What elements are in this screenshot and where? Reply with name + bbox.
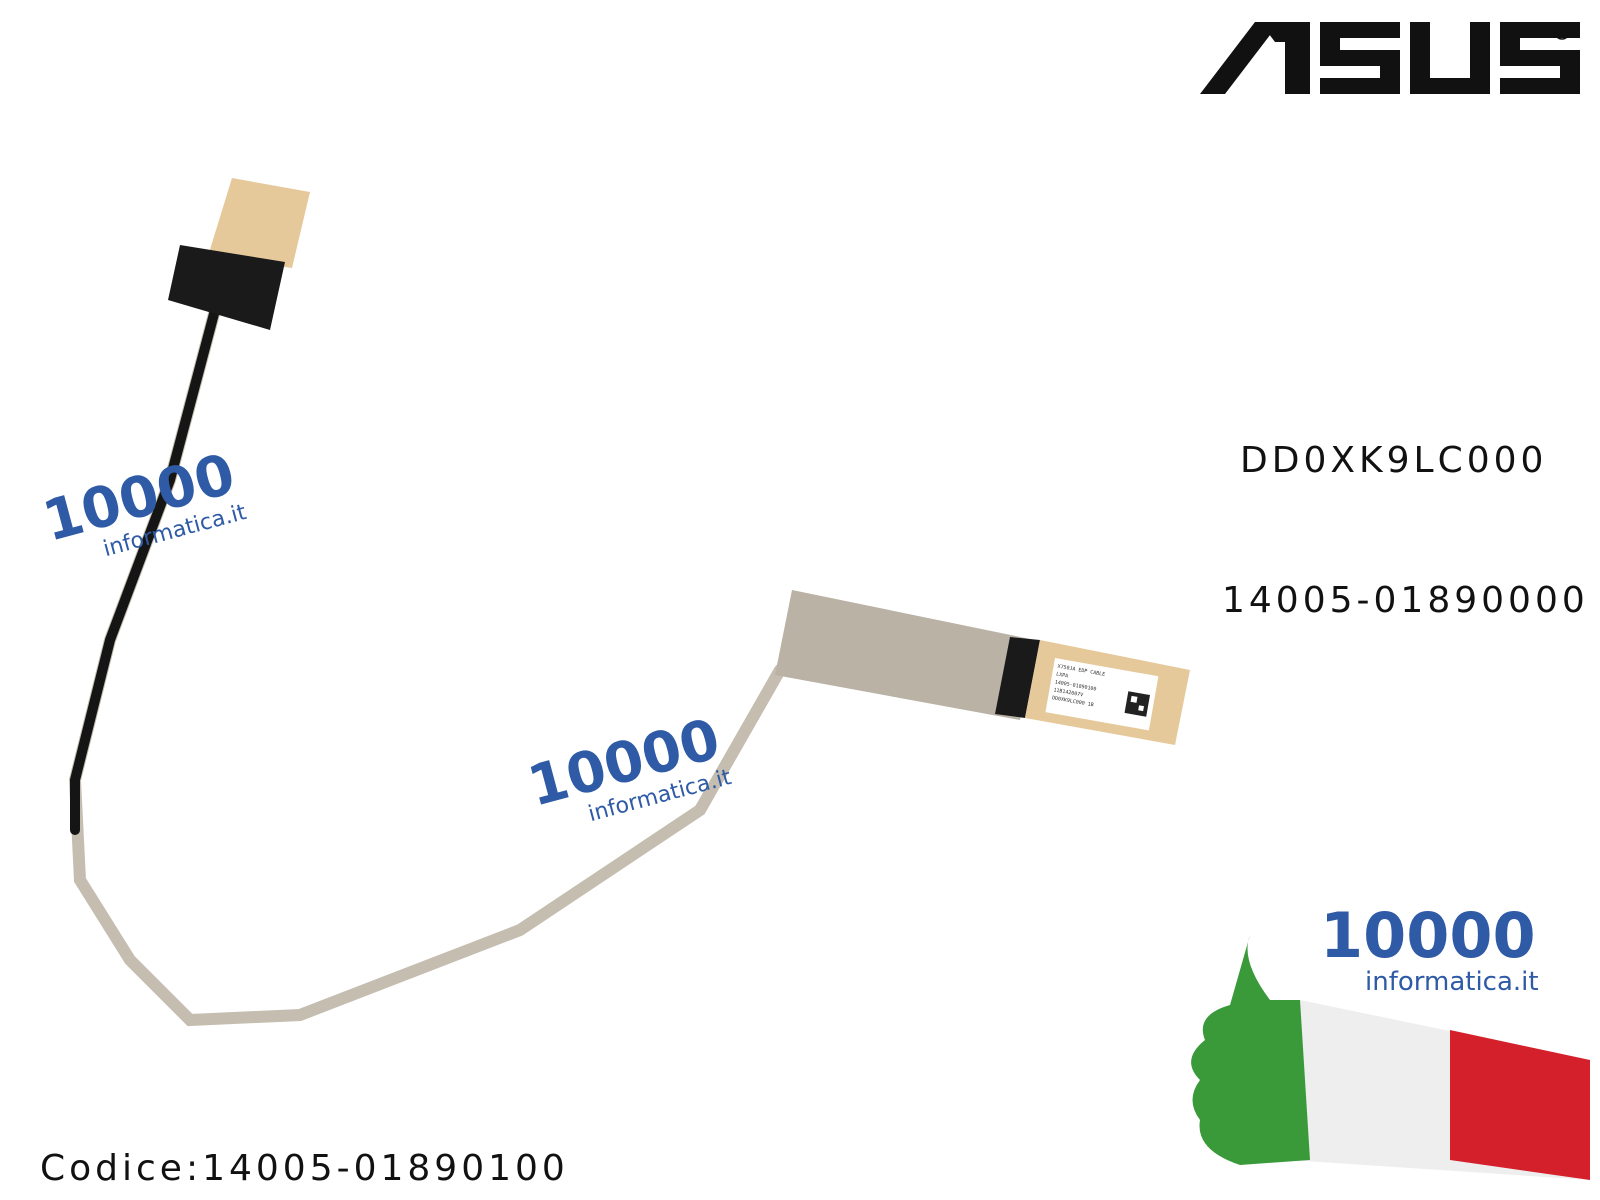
thumbs-up-italy-badge — [1191, 935, 1590, 1180]
codice-label: Codice:14005-01890100 — [40, 1148, 569, 1189]
brand-watermark: 10000 informatica.it — [1320, 899, 1539, 998]
top-connector-tape — [208, 178, 310, 268]
asus-logo: R — [1200, 22, 1580, 94]
right-connector — [995, 637, 1040, 718]
svg-text:R: R — [1558, 29, 1564, 39]
cable-label: X750JA EDP CABLE LXPA 14005-01890100 11B… — [1045, 658, 1159, 731]
qr-code — [1124, 691, 1151, 717]
part-code-14005: 14005-01890000 — [1222, 580, 1589, 621]
flat-cable — [775, 590, 1035, 720]
svg-text:LXPA: LXPA — [1056, 671, 1069, 679]
top-connector — [168, 245, 285, 330]
part-code-dd: DD0XK9LC000 — [1240, 440, 1548, 481]
svg-text:11B142007V: 11B142007V — [1053, 687, 1084, 698]
lvds-cable: X750JA EDP CABLE LXPA 14005-01890100 11B… — [68, 178, 1190, 1027]
